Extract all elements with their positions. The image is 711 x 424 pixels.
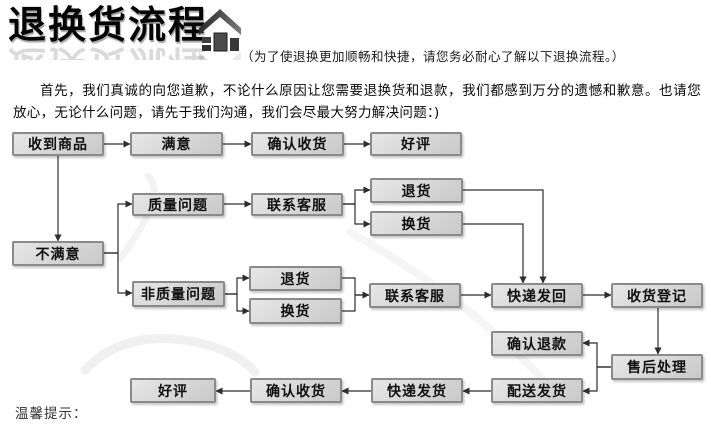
intro-paragraph: 首先，我们真诚的向您道歉，不论什么原因让您需要退换货和退款，我们都感到万分的遗憾…	[13, 83, 701, 121]
node-after-sale-handling: 售后处理	[611, 354, 703, 380]
node-satisfied: 满意	[130, 132, 223, 156]
node-express-send-back: 快递发回	[491, 283, 583, 308]
node-quality-issue: 质量问题	[132, 193, 224, 216]
node-exchange-goods-2: 换货	[249, 298, 342, 324]
node-received-goods: 收到商品	[12, 132, 104, 156]
node-unsatisfied: 不满意	[12, 241, 104, 266]
node-return-goods-1: 退货	[370, 178, 463, 203]
warm-tip-label: 温馨提示：	[15, 406, 88, 422]
node-non-quality-issue: 非质量问题	[132, 281, 225, 307]
node-contact-service-2: 联系客服	[369, 283, 461, 308]
house-up-arrow-icon	[197, 6, 243, 78]
node-confirm-receipt-top: 确认收货	[251, 132, 344, 156]
subtitle-note: （为了使退换更加顺畅和快捷，请您务必耐心了解以下退换流程。）	[241, 49, 625, 64]
node-good-review-top: 好评	[370, 132, 462, 156]
node-exchange-goods-1: 换货	[370, 211, 463, 236]
node-good-review-bottom: 好评	[130, 378, 216, 403]
node-contact-service-1: 联系客服	[251, 193, 343, 216]
node-express-ship: 快递发货	[371, 378, 463, 403]
node-dispatch-goods: 配送发货	[491, 378, 583, 403]
page-title: 退换货流程	[8, 3, 209, 47]
node-confirm-refund: 确认退款	[491, 331, 583, 356]
node-receipt-register: 收货登记	[611, 283, 703, 308]
node-return-goods-2: 退货	[249, 266, 342, 291]
node-confirm-receipt-bottom: 确认收货	[250, 378, 342, 403]
